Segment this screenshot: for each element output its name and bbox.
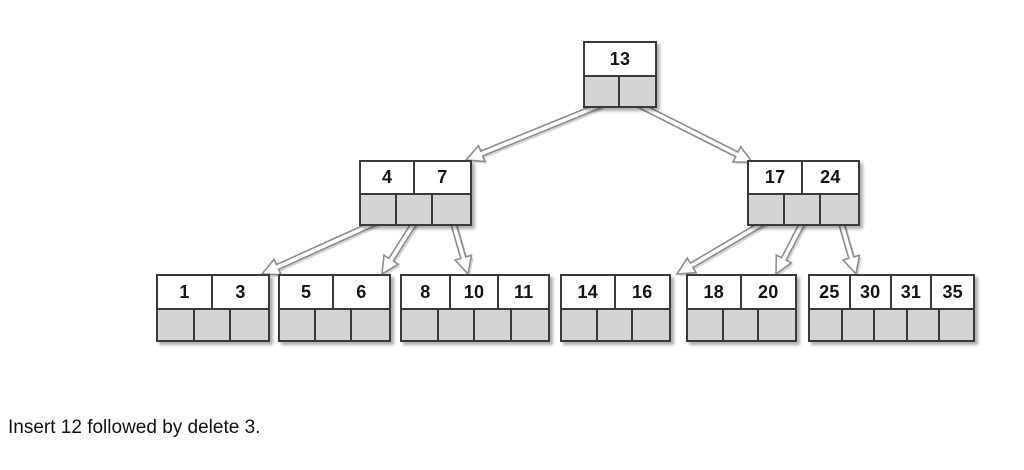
key-cell: 4: [361, 162, 416, 193]
key-cell: 24: [803, 162, 858, 193]
key-cell: 10: [450, 276, 500, 308]
tree-edge-arrow: [381, 219, 420, 277]
tree-node-root: 13: [583, 41, 657, 108]
pointer-cell: [759, 310, 795, 340]
key-cell: 14: [562, 276, 616, 308]
key-cell: 3: [213, 276, 268, 308]
pointer-cell: [438, 310, 476, 340]
pointer-cell: [749, 195, 786, 224]
pointer-cell: [810, 310, 843, 340]
pointer-row: [361, 193, 470, 224]
key-cell: 17: [749, 162, 804, 193]
pointer-cell: [688, 310, 724, 340]
pointer-cell: [280, 310, 317, 340]
pointer-row: [688, 308, 795, 340]
pointer-cell: [361, 195, 398, 224]
key-cell: 1: [158, 276, 214, 308]
caption-text: Insert 12 followed by delete 3.: [8, 417, 261, 438]
tree-edge-arrow: [675, 218, 769, 277]
key-cell: 13: [585, 43, 655, 75]
key-cell: 18: [688, 276, 742, 308]
pointer-cell: [723, 310, 760, 340]
key-cell: 35: [932, 276, 974, 308]
pointer-cell: [785, 195, 822, 224]
pointer-cell: [597, 310, 634, 340]
pointer-cell: [475, 310, 512, 340]
key-cell: 8: [402, 276, 451, 308]
pointer-row: [562, 308, 669, 340]
pointer-row: [749, 193, 858, 224]
pointer-row: [280, 308, 389, 340]
tree-edge-arrow: [260, 218, 381, 277]
pointer-cell: [511, 310, 548, 340]
pointer-cell: [875, 310, 908, 340]
tree-edge-arrow: [837, 220, 862, 277]
pointer-cell: [397, 195, 434, 224]
key-cell: 6: [334, 276, 389, 308]
tree-edge-arrow: [464, 101, 605, 164]
key-cell: 25: [810, 276, 851, 308]
pointer-cell: [352, 310, 389, 340]
key-row: 13: [585, 43, 655, 75]
pointer-cell: [158, 310, 195, 340]
key-cell: 16: [615, 276, 669, 308]
pointer-cell: [402, 310, 439, 340]
pointer-cell: [585, 77, 621, 106]
tree-edge-arrow: [449, 220, 474, 277]
pointer-cell: [433, 195, 470, 224]
pointer-cell: [821, 195, 858, 224]
key-cell: 11: [499, 276, 548, 308]
pointer-row: [810, 308, 973, 340]
pointer-cell: [231, 310, 268, 340]
key-cell: 5: [280, 276, 335, 308]
pointer-row: [158, 308, 268, 340]
key-cell: 30: [850, 276, 892, 308]
key-cell: 31: [891, 276, 933, 308]
key-cell: 7: [415, 162, 470, 193]
tree-edge-arrow: [775, 219, 808, 277]
pointer-cell: [562, 310, 598, 340]
pointer-row: [402, 308, 548, 340]
pointer-cell: [620, 77, 655, 106]
tree-edge-arrow: [636, 101, 755, 165]
pointer-cell: [316, 310, 353, 340]
pointer-cell: [633, 310, 669, 340]
pointer-cell: [907, 310, 941, 340]
pointer-cell: [194, 310, 232, 340]
pointer-cell: [940, 310, 973, 340]
key-cell: 20: [741, 276, 795, 308]
pointer-row: [585, 75, 655, 106]
pointer-cell: [842, 310, 876, 340]
